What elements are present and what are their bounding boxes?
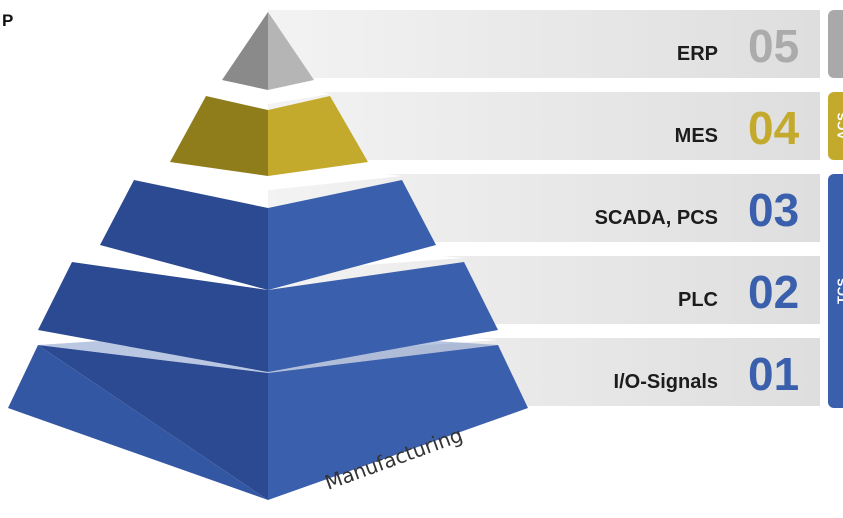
level-number-plc: 02 [748,266,799,318]
level-number-erp: 05 [748,20,799,72]
level-name-scada: SCADA, PCS [595,207,718,229]
level-name-erp: ERP [677,43,718,65]
group-label-tcs: TCS [834,278,843,304]
level-name-mes: MES [675,125,718,147]
pyramid-level-erp [222,12,314,90]
level-labels: ERP 05 MES 04 SCADA, PCS 03 PLC 02 I/O-S… [595,20,800,400]
pyramid-level-scada [100,160,436,290]
level-number-scada: 03 [748,184,799,236]
group-label-acs: ACS [834,112,843,140]
group-bar-acs [828,92,843,160]
level-number-mes: 04 [748,102,800,154]
level-name-io: I/O-Signals [614,371,718,393]
band-erp [268,10,820,78]
group-bar-tcs [828,174,843,408]
group-bar-erp [828,10,843,78]
level-number-io: 01 [748,348,799,400]
left-edge-label: P [2,11,13,30]
pyramid [8,12,528,500]
pyramid-level-mes [170,80,368,176]
group-bars: ACS TCS [828,10,843,408]
level-name-plc: PLC [678,289,718,311]
